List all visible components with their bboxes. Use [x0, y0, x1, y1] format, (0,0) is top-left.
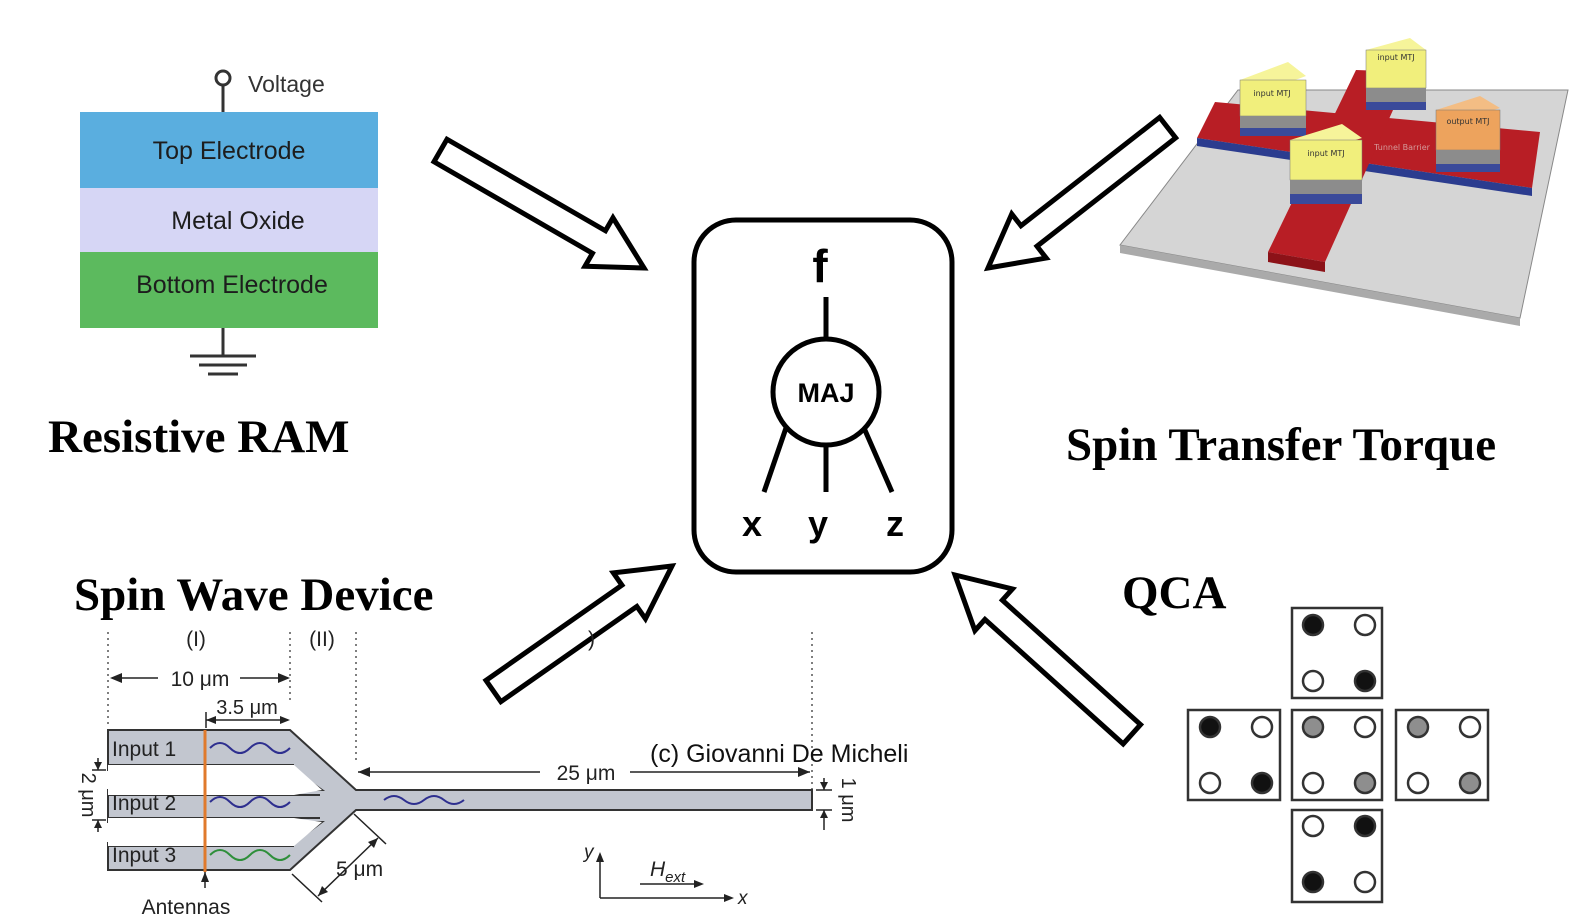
qca-cells	[1186, 606, 1490, 904]
stt-input-mtj-2: input MTJ	[1365, 38, 1427, 110]
arrows	[430, 113, 1180, 748]
dim-10-label: 10 μm	[171, 668, 230, 691]
dim-3-5-arrow	[205, 712, 290, 728]
maj-input-x-label: x	[742, 503, 762, 544]
stt-output-mtj-label: output MTJ	[1446, 117, 1489, 126]
qca-dot	[1353, 669, 1377, 693]
dim-1-label: 1 μm	[837, 778, 859, 823]
majority-gate-block: f MAJ x y z	[691, 217, 955, 575]
stt-substrate-edge	[1120, 245, 1520, 326]
spin-wave-device: (I) (II) ) 10 μm 3.5 μm	[77, 628, 859, 919]
arrow-spin-wave-icon	[482, 562, 677, 706]
wave-3-icon	[209, 849, 291, 861]
qca-dot	[1458, 715, 1482, 739]
qca-dot	[1250, 715, 1274, 739]
maj-gate-label: MAJ	[797, 378, 854, 408]
metal-oxide-label: Metal Oxide	[171, 207, 304, 235]
stt-input-mtj-3-label: input MTJ	[1307, 149, 1344, 158]
dim-5-label: 5 μm	[336, 858, 383, 881]
field-label: Hext	[650, 858, 686, 886]
qca-dot	[1301, 771, 1325, 795]
input-1-label: Input 1	[112, 738, 176, 761]
wave-2-icon	[209, 796, 291, 808]
guide-lines	[107, 632, 813, 790]
region-2-label: (II)	[309, 628, 335, 651]
stt-tunnel-barrier-label: Tunnel Barrier	[1373, 143, 1431, 152]
arrow-stt-icon	[983, 113, 1180, 272]
axis-y-label: y	[582, 842, 595, 863]
copyright-text: (c) Giovanni De Micheli	[650, 740, 908, 768]
stt-title: Spin Transfer Torque	[1066, 419, 1496, 471]
field-label-sub: ext	[665, 869, 686, 886]
top-electrode-label: Top Electrode	[153, 137, 306, 165]
stt-bar-edge-2	[1268, 252, 1325, 272]
bottom-electrode-layer	[80, 252, 378, 328]
voltage-terminal-icon	[214, 69, 232, 87]
axis-x-label: x	[737, 888, 749, 909]
gap-1	[108, 765, 294, 795]
qca-dot	[1458, 771, 1482, 795]
qca-dot	[1198, 771, 1222, 795]
stt-input-mtj-3: input MTJ	[1289, 124, 1363, 204]
stt-device: input MTJ input MTJ output MTJ input MTJ…	[1119, 38, 1569, 326]
input-3-label: Input 3	[112, 844, 176, 867]
arrow-rram-icon	[430, 135, 649, 271]
dim-2-arrow	[92, 758, 106, 832]
qca-dot	[1198, 715, 1222, 739]
wave-out-icon	[383, 795, 465, 805]
field-label-main: H	[650, 858, 666, 881]
maj-output-label: f	[812, 240, 828, 292]
region-1-label: (I)	[186, 628, 206, 651]
dim-10-arrow	[110, 673, 290, 683]
qca-dot	[1301, 613, 1325, 637]
arrow-qca-icon	[951, 571, 1145, 748]
qca-dot	[1353, 715, 1377, 739]
qca-dot	[1301, 814, 1325, 838]
qca-dot	[1353, 814, 1377, 838]
top-electrode-layer	[80, 112, 378, 188]
qca-title: QCA	[1122, 567, 1227, 619]
maj-input-z-label: z	[886, 503, 904, 544]
stt-input-mtj-1: input MTJ	[1239, 62, 1307, 136]
metal-oxide-layer	[80, 188, 378, 252]
dim-5-arrow	[291, 813, 387, 903]
dim-2-label: 2 μm	[77, 773, 99, 818]
dim-1-arrow	[816, 778, 832, 830]
input-2-label: Input 2	[112, 792, 176, 815]
qca-dot	[1301, 669, 1325, 693]
stt-input-mtj-1-label: input MTJ	[1253, 89, 1290, 98]
bottom-electrode-label: Bottom Electrode	[136, 271, 328, 299]
qca-dot	[1353, 613, 1377, 637]
maj-input-z-wire	[861, 426, 895, 494]
spin-wave-title: Spin Wave Device	[74, 569, 433, 621]
gap-2	[108, 818, 294, 846]
voltage-label: Voltage	[248, 71, 325, 97]
axes-icon	[596, 852, 734, 902]
stt-input-mtj-2-label: input MTJ	[1377, 53, 1414, 62]
maj-input-x-wire	[761, 427, 789, 493]
maj-input-y-label: y	[808, 503, 828, 544]
ground-icon	[190, 328, 256, 376]
stray-label: )	[588, 628, 595, 651]
qca-dot	[1250, 771, 1274, 795]
qca-dot	[1353, 771, 1377, 795]
rram-stack: Voltage Top Electrode Metal Oxide Bottom…	[80, 69, 378, 376]
qca-dot	[1353, 870, 1377, 894]
qca-dot	[1301, 715, 1325, 739]
rram-title: Resistive RAM	[48, 411, 350, 463]
wave-1-icon	[209, 742, 291, 754]
dim-25-label: 25 μm	[557, 762, 616, 785]
stt-output-mtj: output MTJ	[1435, 96, 1501, 172]
antennas-label: Antennas	[142, 896, 231, 919]
qca-dot	[1406, 715, 1430, 739]
dim-3-5-label: 3.5 μm	[216, 697, 278, 719]
antennas-pointer-head	[201, 872, 209, 882]
dim-25-arrow	[358, 767, 810, 777]
qca-dot	[1301, 870, 1325, 894]
qca-dot	[1406, 771, 1430, 795]
